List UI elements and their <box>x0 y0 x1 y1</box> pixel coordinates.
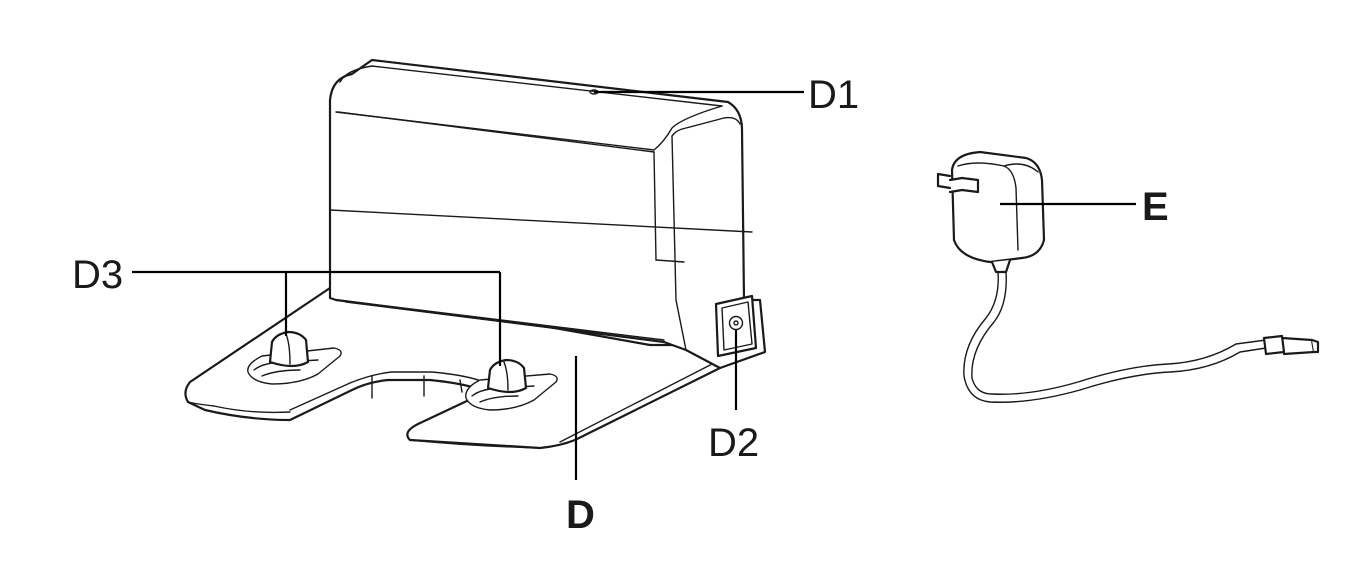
adapter-prongs <box>936 172 980 194</box>
label-d: D <box>566 493 595 537</box>
adapter-cord <box>963 271 1267 403</box>
dock-tower-front <box>328 58 767 370</box>
leader-lines <box>132 90 1136 480</box>
label-d1: D1 <box>808 73 859 117</box>
label-e: E <box>1142 185 1169 229</box>
power-adapter <box>936 150 1320 403</box>
charging-contact-right <box>465 358 558 411</box>
charging-contact-left <box>247 330 342 385</box>
dc-plug <box>1262 334 1316 356</box>
charging-dock <box>184 58 767 450</box>
leader-d3 <box>132 270 502 366</box>
label-d2: D2 <box>708 421 759 465</box>
label-d3: D3 <box>72 253 123 297</box>
dock-base-plate <box>184 286 722 450</box>
dc-input-jack <box>714 294 758 358</box>
adapter-body <box>950 150 1046 264</box>
